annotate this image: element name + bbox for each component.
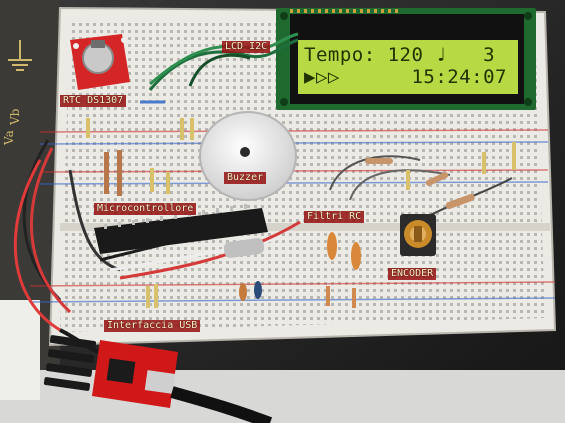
rtc-module	[70, 34, 130, 90]
usb-interface-board	[43, 335, 273, 423]
resistors	[86, 118, 516, 308]
paper-sheet	[0, 300, 40, 400]
label-usb-interface: Interfaccia USB	[104, 320, 201, 332]
label-rc-filters: Filtri RC	[304, 211, 365, 223]
ground-symbol-icon	[8, 40, 32, 71]
buzzer	[199, 111, 297, 201]
lcd-module	[276, 8, 536, 110]
label-rtc: RTC DS1307	[60, 95, 127, 107]
label-microcontroller: Microcontrollore	[94, 203, 197, 215]
rotary-encoder	[400, 214, 436, 256]
label-encoder: ENCODER	[388, 268, 437, 280]
microcontroller-chip	[94, 204, 268, 258]
side-text-va: Va	[2, 130, 16, 145]
lcd-line-1: Tempo: 120 ♩ 3	[304, 44, 496, 66]
label-lcd-i2c: LCD I2C	[222, 41, 271, 53]
label-buzzer: Buzzer	[224, 172, 267, 184]
desk-surface	[0, 370, 565, 423]
side-text-vb: Vb	[8, 108, 22, 125]
rc-capacitors	[239, 232, 361, 301]
lcd-line-2: ▶▷▷ 15:24:07	[304, 66, 507, 88]
